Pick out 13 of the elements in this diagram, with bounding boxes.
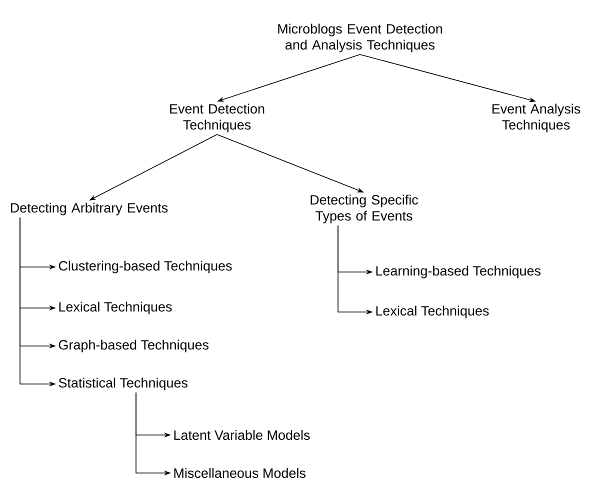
heading-text: Detecting Specific Types of Events [310, 194, 418, 224]
category-text: Lexical Techniques [59, 302, 172, 314]
category-text: Graph-based Techniques [58, 340, 209, 352]
heading-text: Event Detection Techniques [170, 104, 264, 132]
category-text: Lexical Techniques [376, 306, 489, 318]
heading-text: Detecting Arbitrary Events [10, 202, 168, 216]
heading-text: Event Analysis Techniques [492, 104, 580, 132]
category-text: Statistical Techniques [58, 378, 188, 390]
category-text: Miscellaneous Models [174, 468, 306, 478]
category-text: Learning-based Techniques [376, 266, 541, 278]
category-text: Latent Variable Models [174, 430, 310, 440]
category-text: Clustering-based Techniques [58, 260, 232, 274]
root-text: Microblogs Event Detection and Analysis Techniques [278, 24, 442, 52]
